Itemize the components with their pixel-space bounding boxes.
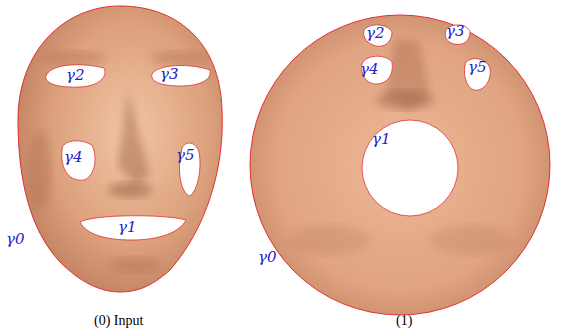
hole-label: γ2 [66,68,85,83]
hole-label: γ4 [360,62,379,77]
hole-label: γ4 [64,150,83,165]
hole-label: γ2 [366,26,385,41]
panel-caption: (0) Input [94,314,143,328]
hole-label: γ1 [372,132,391,147]
annulus-map [250,15,550,315]
panel-caption: (1) [396,314,412,328]
hole-label: γ5 [176,148,195,163]
hole-label: γ5 [468,60,487,75]
hole-label: γ1 [118,220,137,235]
boundary-label: γ0 [6,232,25,247]
hole-label: γ3 [160,67,179,82]
boundary-label: γ0 [258,250,277,265]
hole-label: γ3 [446,24,465,39]
face-mesh [18,6,222,292]
